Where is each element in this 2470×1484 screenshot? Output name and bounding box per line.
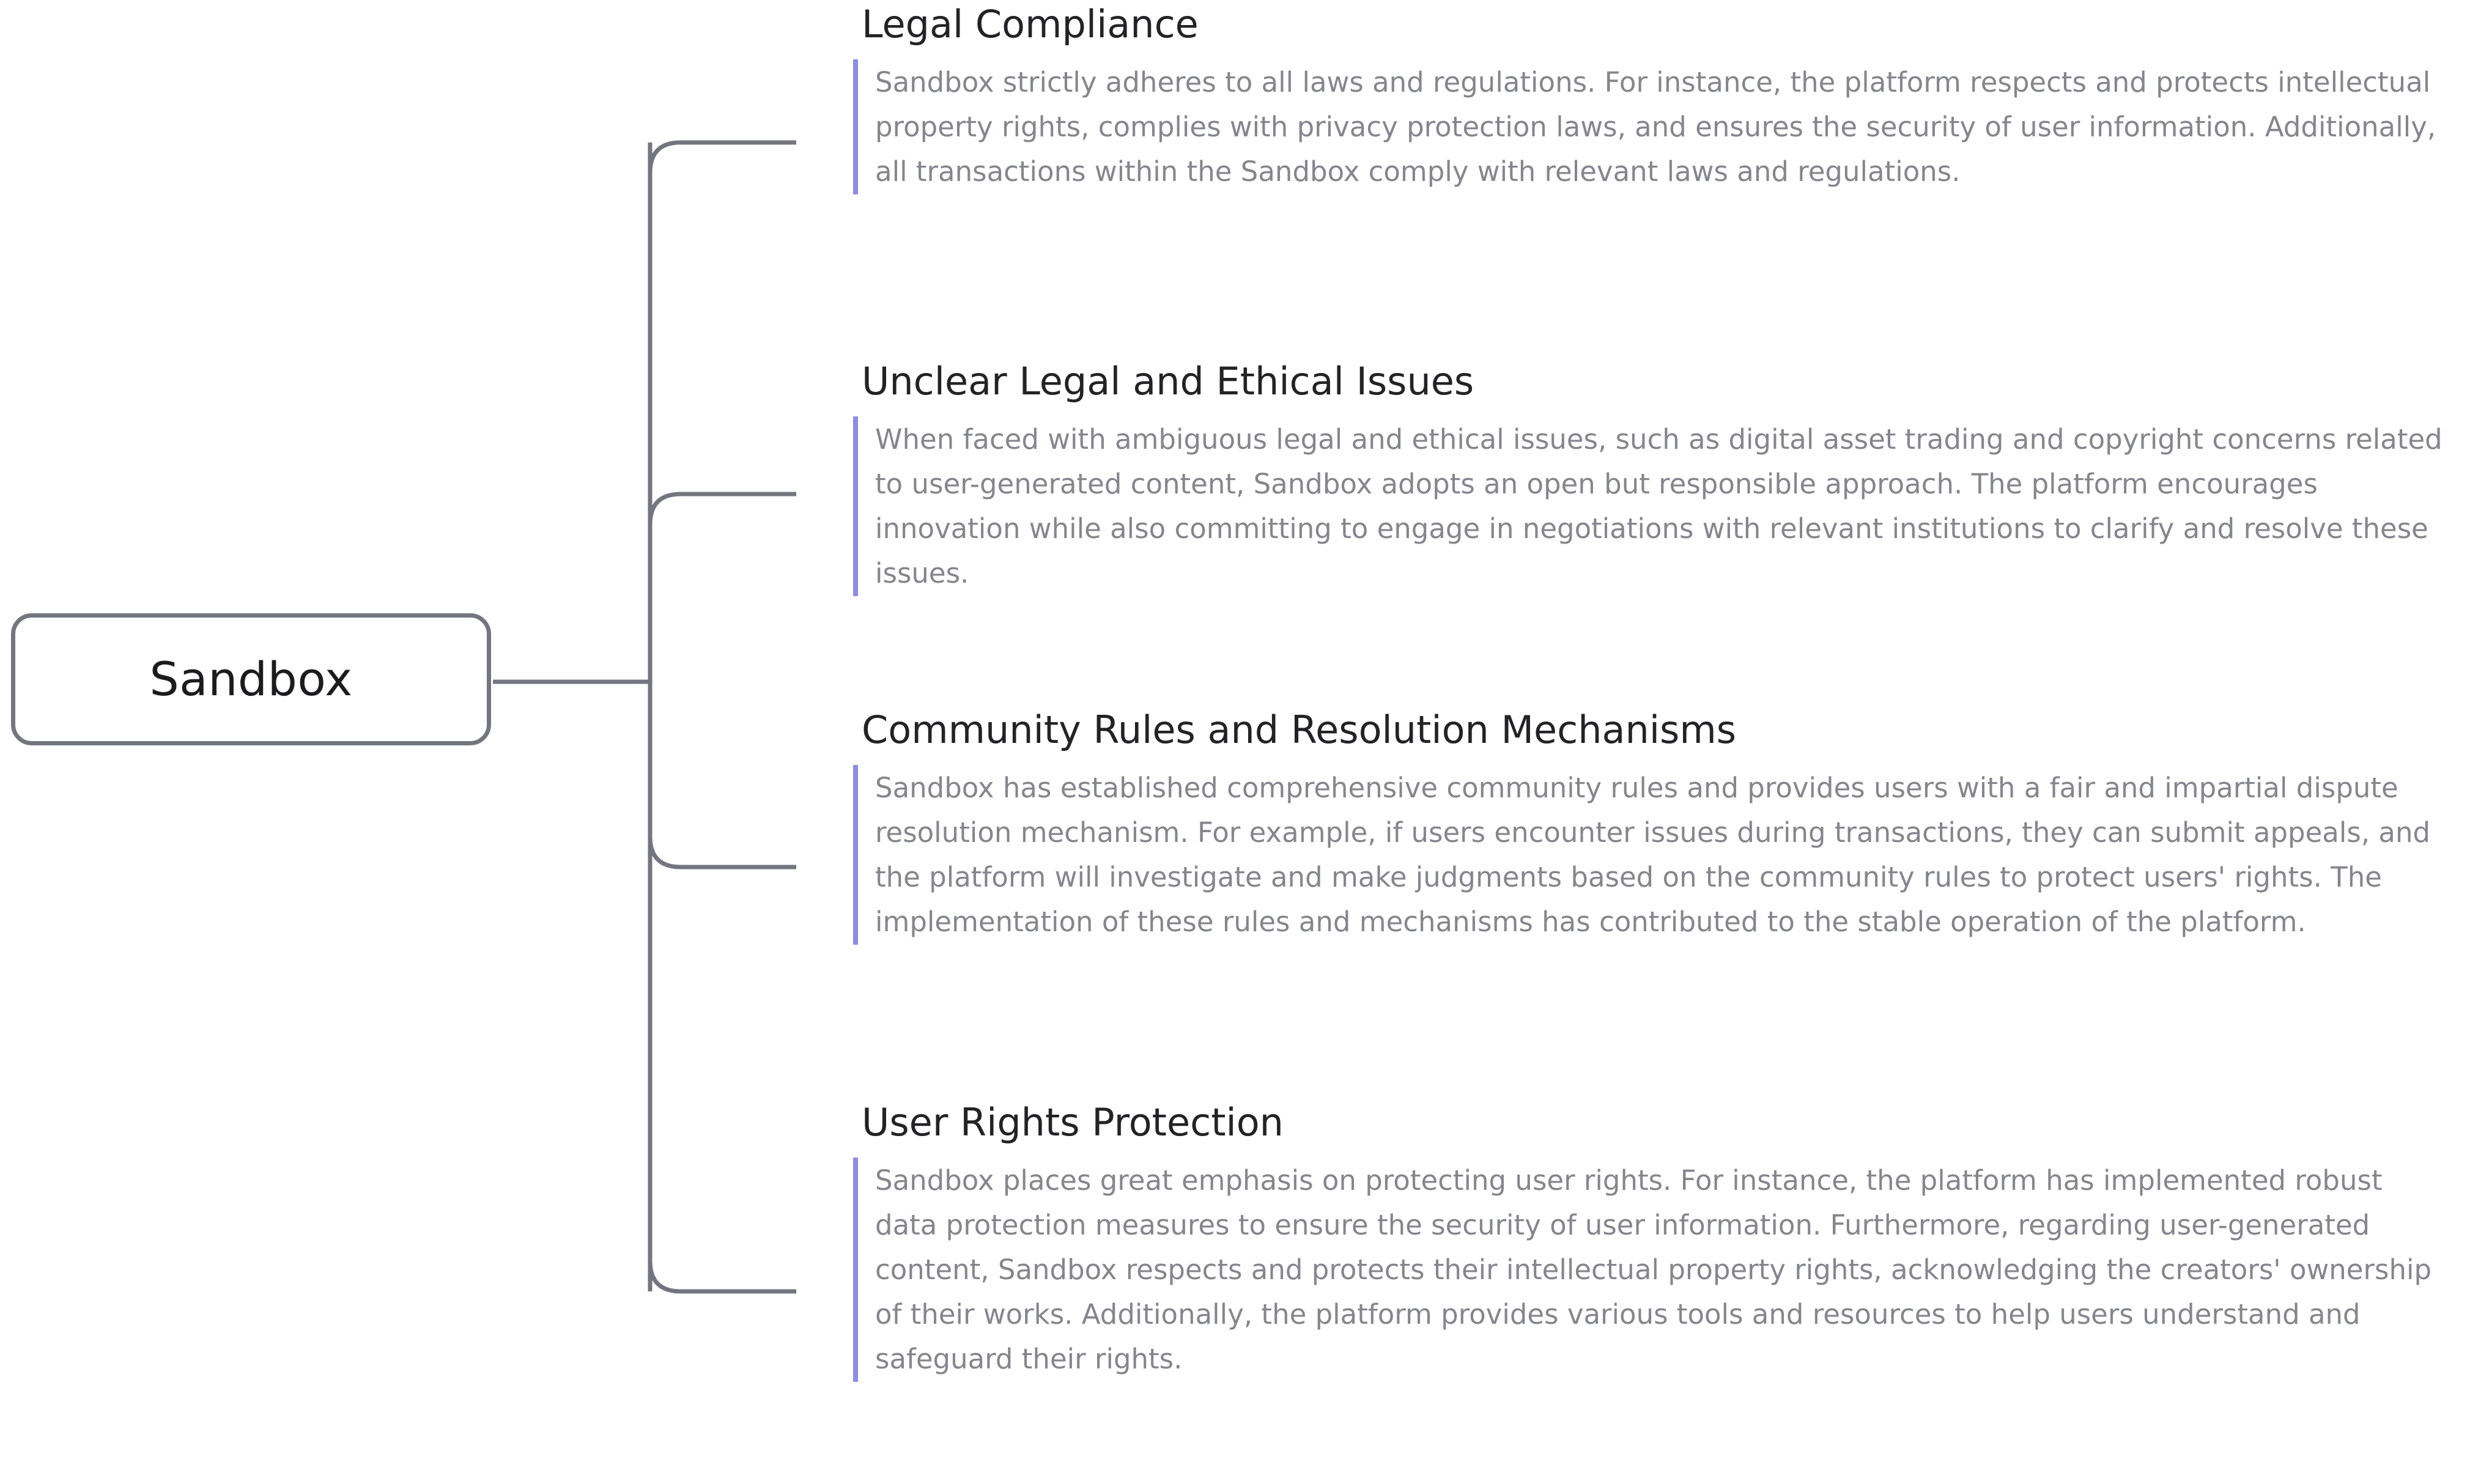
connector-branch-1 <box>648 140 796 174</box>
connector-branch-4 <box>648 1260 796 1294</box>
accent-bar <box>853 59 858 194</box>
branch-body-wrap: Sandbox places great emphasis on protect… <box>853 1157 2470 1382</box>
branch-title: Community Rules and Resolution Mechanism… <box>862 707 1737 752</box>
branch-body: Sandbox strictly adheres to all laws and… <box>875 66 2436 188</box>
connector-branch-2 <box>648 492 796 525</box>
root-node-sandbox[interactable]: Sandbox <box>11 613 491 745</box>
accent-bar <box>853 416 858 596</box>
branch-body-wrap: Sandbox has established comprehensive co… <box>853 765 2470 945</box>
root-node-label: Sandbox <box>149 652 353 706</box>
branch-title: Unclear Legal and Ethical Issues <box>862 359 1474 404</box>
accent-bar <box>853 1157 858 1382</box>
branch-community-rules-and-resolution-mechanisms[interactable]: Community Rules and Resolution Mechanism… <box>853 708 2470 945</box>
branch-title: User Rights Protection <box>862 1100 1284 1145</box>
branch-body: Sandbox has established comprehensive co… <box>875 772 2431 938</box>
branch-body: Sandbox places great emphasis on protect… <box>875 1164 2432 1375</box>
branch-body: When faced with ambiguous legal and ethi… <box>875 423 2442 589</box>
branch-user-rights-protection[interactable]: User Rights Protection Sandbox places gr… <box>853 1101 2470 1382</box>
branch-body-wrap: When faced with ambiguous legal and ethi… <box>853 416 2470 596</box>
accent-bar <box>853 765 858 945</box>
branch-unclear-legal-and-ethical-issues[interactable]: Unclear Legal and Ethical Issues When fa… <box>853 360 2470 596</box>
branch-title: Legal Compliance <box>862 2 1199 46</box>
branch-body-wrap: Sandbox strictly adheres to all laws and… <box>853 59 2470 194</box>
branch-legal-compliance[interactable]: Legal Compliance Sandbox strictly adhere… <box>853 2 2470 194</box>
connector-branch-3 <box>648 836 796 869</box>
